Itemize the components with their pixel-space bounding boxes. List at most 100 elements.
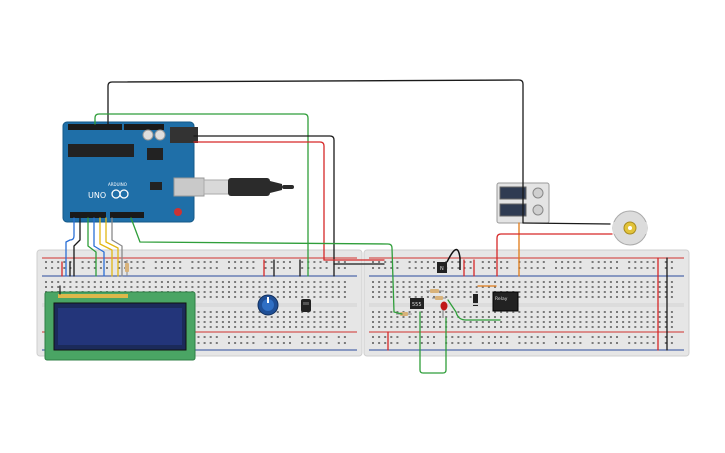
small-chip xyxy=(150,182,162,190)
breadboard-hole xyxy=(646,296,649,298)
breadboard-hole xyxy=(93,267,96,269)
breadboard-hole xyxy=(481,311,484,313)
breadboard-hole xyxy=(258,326,261,328)
breadboard-hole xyxy=(536,261,539,263)
wire-black-motor xyxy=(522,222,611,225)
breadboard-hole xyxy=(670,281,673,283)
breadboard-hole xyxy=(640,291,643,293)
breadboard-hole xyxy=(209,316,212,318)
breadboard-hole xyxy=(276,326,279,328)
breadboard-hole xyxy=(307,326,310,328)
breadboard-hole xyxy=(634,286,637,288)
breadboard-hole xyxy=(585,326,588,328)
breadboard-hole xyxy=(325,291,328,293)
breadboard-hole xyxy=(573,281,576,283)
breadboard-hole xyxy=(469,286,472,288)
breadboard-hole xyxy=(530,342,533,344)
breadboard-hole xyxy=(603,321,606,323)
breadboard-hole xyxy=(433,342,435,344)
breadboard-hole xyxy=(319,326,322,328)
breadboard-hole xyxy=(426,267,429,269)
breadboard-hole xyxy=(457,281,460,283)
breadboard-hole xyxy=(616,286,618,288)
breadboard-hole xyxy=(445,311,448,313)
breadboard-hole xyxy=(203,281,206,283)
breadboard-hole xyxy=(343,261,346,263)
breadboard-hole xyxy=(439,326,442,328)
breadboard-hole xyxy=(469,267,472,269)
breadboard-hole xyxy=(628,342,631,344)
breadboard-hole xyxy=(670,321,673,323)
breadboard-hole xyxy=(240,267,243,269)
breadboard-hole xyxy=(136,267,139,269)
reset-button[interactable] xyxy=(174,208,182,216)
breadboard-hole xyxy=(433,336,435,338)
breadboard-hole xyxy=(524,311,527,313)
breadboard-hole xyxy=(481,321,484,323)
breadboard-hole xyxy=(616,281,618,283)
breadboard-hole xyxy=(542,326,545,328)
breadboard-hole xyxy=(579,321,582,323)
breadboard-hole xyxy=(384,261,387,263)
breadboard-hole xyxy=(512,326,515,328)
breadboard-hole xyxy=(670,311,673,313)
wire-red-power xyxy=(193,141,325,261)
breadboard-hole xyxy=(378,311,381,313)
breadboard-hole xyxy=(652,342,655,344)
potentiometer[interactable] xyxy=(257,294,279,316)
breadboard-hole xyxy=(524,281,527,283)
breadboard-hole xyxy=(228,316,230,318)
breadboard-hole xyxy=(408,336,411,338)
breadboard-hole xyxy=(228,311,230,313)
breadboard-hole xyxy=(591,321,594,323)
breadboard-hole xyxy=(179,286,182,288)
breadboard-hole xyxy=(609,286,612,288)
breadboard-hole xyxy=(252,336,255,338)
breadboard-hole xyxy=(481,286,484,288)
breadboard-hole xyxy=(337,326,340,328)
breadboard-hole xyxy=(457,342,460,344)
breadboard-hole xyxy=(396,286,399,288)
breadboard-hole xyxy=(124,286,127,288)
breadboard-hole xyxy=(506,326,509,328)
breadboard-hole xyxy=(118,261,121,263)
breadboard-hole xyxy=(640,261,643,263)
breadboard-hole xyxy=(343,281,346,283)
arduino-digital-header-b xyxy=(124,124,164,130)
breadboard-hole xyxy=(197,261,200,263)
breadboard-hole xyxy=(209,321,212,323)
breadboard-hole xyxy=(378,326,381,328)
breadboard-hole xyxy=(555,286,557,288)
breadboard-hole xyxy=(542,261,545,263)
breadboard-hole xyxy=(337,267,340,269)
breadboard-hole xyxy=(234,326,237,328)
breadboard-hole xyxy=(561,291,564,293)
arduino-uno[interactable]: UNO ARDUINO xyxy=(62,121,205,223)
breadboard-hole xyxy=(664,296,667,298)
breadboard-hole xyxy=(622,311,625,313)
breadboard-hole xyxy=(51,267,54,269)
relay-label: Relay xyxy=(495,296,508,302)
breadboard-hole xyxy=(307,342,310,344)
breadboard-hole xyxy=(439,286,442,288)
breadboard-hole xyxy=(313,311,316,313)
breadboard-hole xyxy=(622,281,625,283)
breadboard-hole xyxy=(670,326,673,328)
breadboard-hole xyxy=(396,296,399,298)
breadboard-hole xyxy=(343,296,346,298)
breadboard-hole xyxy=(167,261,169,263)
breadboard-hole xyxy=(325,321,328,323)
breadboard-hole xyxy=(325,296,328,298)
breadboard-hole xyxy=(609,316,612,318)
breadboard-hole xyxy=(240,342,243,344)
breadboard-hole xyxy=(603,316,606,318)
breadboard-hole xyxy=(536,342,539,344)
breadboard-hole xyxy=(451,311,454,313)
breadboard-hole xyxy=(234,261,237,263)
breadboard-hole xyxy=(203,326,206,328)
breadboard-hole xyxy=(234,291,237,293)
breadboard-hole xyxy=(573,342,576,344)
breadboard-hole xyxy=(63,286,66,288)
breadboard-hole xyxy=(378,286,381,288)
breadboard-hole xyxy=(506,311,509,313)
